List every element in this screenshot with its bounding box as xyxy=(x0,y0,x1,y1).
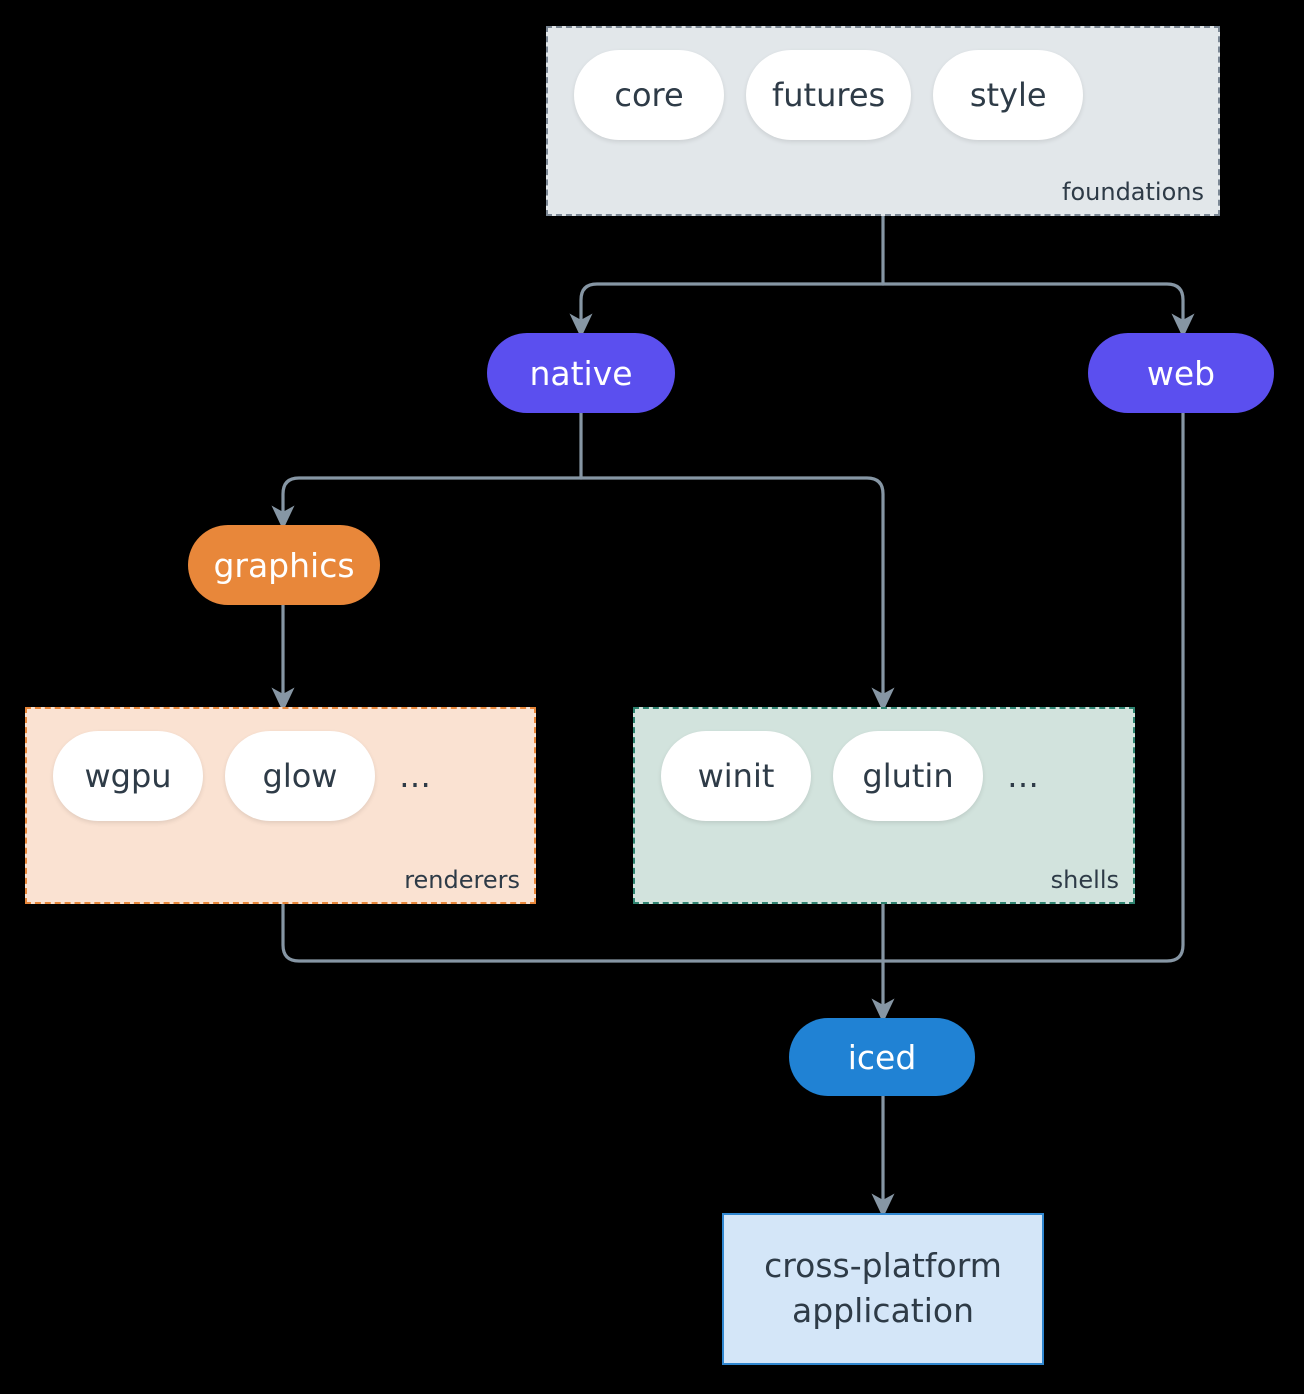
group-foundations-items: core futures style xyxy=(548,50,1218,140)
pill-glutin[interactable]: glutin xyxy=(833,731,983,821)
pill-glow[interactable]: glow xyxy=(225,731,375,821)
group-foundations-label: foundations xyxy=(1062,178,1204,206)
pill-futures[interactable]: futures xyxy=(746,50,912,140)
renderers-more-indicator: … xyxy=(399,757,433,795)
node-graphics[interactable]: graphics xyxy=(188,525,380,605)
group-shells-label: shells xyxy=(1050,866,1119,894)
group-renderers-items: wgpu glow … xyxy=(27,731,534,821)
group-shells-items: winit glutin … xyxy=(635,731,1133,821)
edge-native-graphics xyxy=(271,476,583,530)
group-shells: winit glutin … shells xyxy=(633,707,1135,904)
edge-foundations-native xyxy=(569,282,885,338)
group-foundations: core futures style foundations xyxy=(546,26,1220,216)
node-iced[interactable]: iced xyxy=(789,1018,975,1096)
group-renderers-label: renderers xyxy=(404,866,520,894)
edge-foundations-web xyxy=(881,282,1195,338)
node-cross-platform-application[interactable]: cross-platform application xyxy=(722,1213,1044,1365)
application-label-line2: application xyxy=(791,1291,975,1330)
edge-native-shells xyxy=(579,476,895,712)
pill-style[interactable]: style xyxy=(933,50,1084,140)
application-label-line1: cross-platform xyxy=(764,1246,1002,1286)
node-native[interactable]: native xyxy=(487,333,675,413)
pill-core[interactable]: core xyxy=(574,50,724,140)
node-web[interactable]: web xyxy=(1088,333,1274,413)
shells-more-indicator: … xyxy=(1007,757,1041,795)
pill-winit[interactable]: winit xyxy=(661,731,811,821)
pill-wgpu[interactable]: wgpu xyxy=(53,731,203,821)
group-renderers: wgpu glow … renderers xyxy=(25,707,536,904)
edge-renderers-iced xyxy=(281,902,885,963)
